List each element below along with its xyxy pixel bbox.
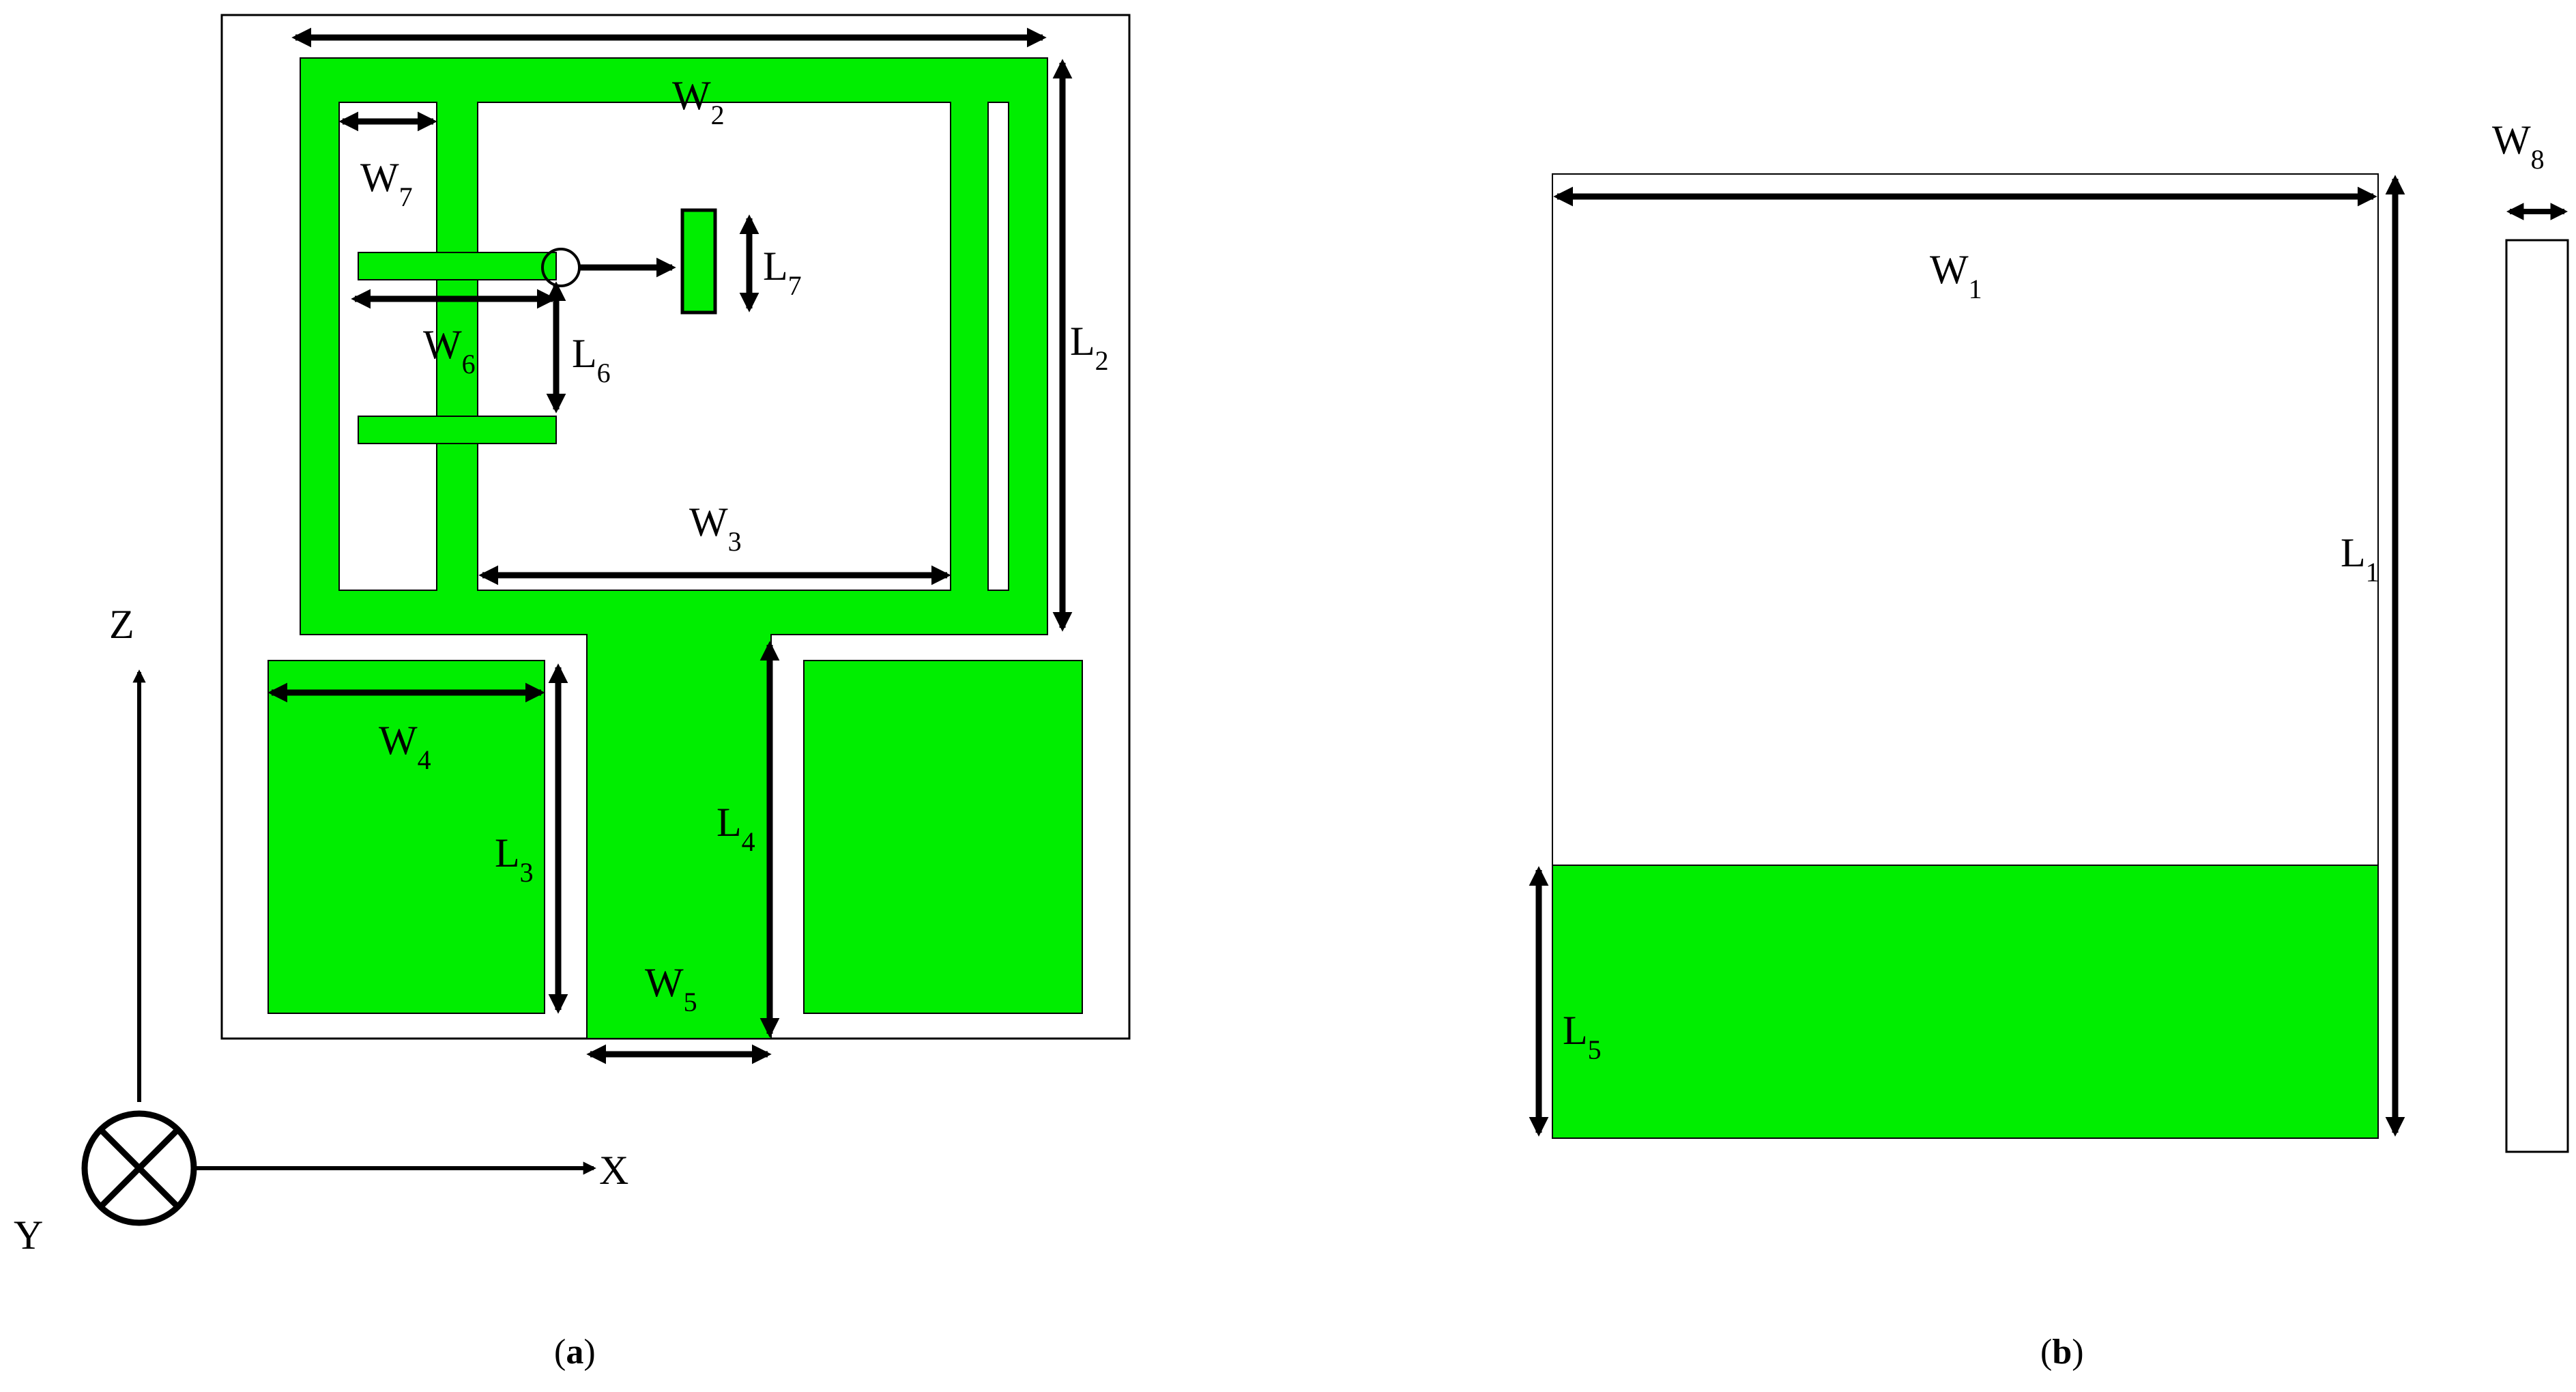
label-l6: L6 [572,331,611,388]
caption-a: (a) [554,1333,596,1372]
ground-plane [1552,865,2379,1139]
label-l2: L2 [1070,319,1109,376]
label-w3: W3 [689,499,742,557]
label-w4: W4 [379,718,431,775]
label-l5: L5 [1563,1008,1602,1065]
label-w6: W6 [423,322,476,379]
panel-a-front-view: W2 W7 W6 L6 L7 L2 W3 W4 L3 L4 W5 Z X Y (… [14,14,1131,1372]
y-axis-cross-b [98,1127,181,1210]
stub-arm-lower [358,416,557,444]
label-w8: W8 [2492,117,2545,175]
substrate-side-view [2505,239,2569,1153]
detail-element [680,208,717,315]
panel-b-back-view: W1 L1 L5 W8 (b) [1529,117,2569,1372]
label-w1: W1 [1930,247,1982,304]
ground-pad-right [803,660,1083,1014]
label-w5: W5 [645,960,697,1017]
label-l4: L4 [717,800,755,857]
ground-pad-left [267,660,545,1014]
coordinate-axes: Z X Y [14,602,628,1258]
radiating-patch [300,57,1048,1039]
axis-label-z: Z [109,602,134,647]
label-l3: L3 [495,830,534,888]
label-l1: L1 [2341,530,2379,588]
label-w2: W2 [672,73,725,130]
stub-arm-upper [358,252,557,280]
label-w7: W7 [360,155,413,212]
axis-label-y: Y [14,1213,43,1258]
axis-label-x: X [599,1148,628,1193]
label-l7: L7 [763,244,802,301]
caption-b: (b) [2040,1333,2084,1372]
